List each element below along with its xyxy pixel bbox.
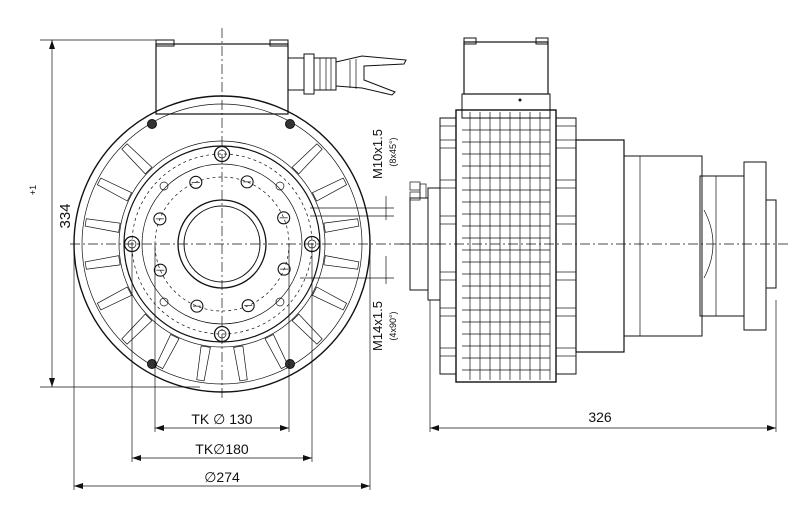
thread-m10-note: (8x45°) <box>388 137 398 166</box>
m10-thread-hole <box>241 299 255 313</box>
cooling-fin <box>233 345 248 382</box>
cooling-fin <box>291 313 323 345</box>
terminal-box-screw-left <box>155 39 175 47</box>
flange-step <box>141 163 303 325</box>
housing-screws <box>147 119 295 369</box>
brake-flange <box>575 139 625 353</box>
terminal-box-side <box>463 41 549 95</box>
flange-bolt <box>555 347 577 357</box>
cooling-fin <box>196 345 211 382</box>
small-hole <box>275 297 285 307</box>
mounting-holes <box>123 145 321 343</box>
m10-thread-hole <box>190 299 204 313</box>
brake-unit <box>699 175 745 317</box>
flange-bolt <box>439 179 457 189</box>
flange-bolt <box>439 271 457 281</box>
cooling-fin <box>291 143 323 175</box>
cooling-fin <box>96 286 133 311</box>
flange-bolt <box>555 215 577 225</box>
m10-thread-hole <box>240 175 254 189</box>
length-label: 326 <box>588 409 612 425</box>
cooling-fin <box>323 255 360 270</box>
terminal-box-base <box>461 93 551 119</box>
tk130-label: TK ∅ 130 <box>191 411 252 427</box>
flange-bolt <box>555 139 577 149</box>
thread-m14-note: (4x90°) <box>388 311 398 340</box>
cooling-fin <box>84 218 121 233</box>
cooling-fin <box>121 313 153 345</box>
m10-thread-hole <box>277 262 291 276</box>
m14-thread-hole <box>213 325 231 343</box>
shaft-bore-outer <box>177 199 267 289</box>
dia274-label: ∅274 <box>204 469 240 485</box>
encoder-housing <box>743 161 767 331</box>
rear-flange-side <box>555 117 577 375</box>
housing-inner-edge <box>81 103 363 385</box>
cooling-fin <box>264 333 289 370</box>
tk180-label: TK∅180 <box>195 441 249 457</box>
flange-bolt <box>439 307 457 317</box>
m10-thread-hole <box>153 212 167 226</box>
flange-bolt <box>555 271 577 281</box>
terminal-box-screw-right <box>269 39 289 47</box>
shaft-bore-inner <box>183 205 261 283</box>
height-tolerance-label: +1 <box>28 185 38 195</box>
thread-m14-label: M14x1.5 <box>370 301 385 351</box>
housing-screw <box>147 359 157 369</box>
cooling-fin <box>311 177 348 202</box>
small-hole <box>159 181 169 191</box>
m10-thread-hole <box>277 211 291 225</box>
cooling-fin <box>121 143 153 175</box>
cable-gland <box>287 53 407 96</box>
small-hole <box>275 181 285 191</box>
cooling-fin <box>311 286 348 311</box>
housing-body-side <box>455 109 557 383</box>
shaft-stub <box>409 197 429 291</box>
terminal-box-side-screw-left <box>463 37 477 45</box>
encoder-cap <box>765 199 777 289</box>
flange-bolt <box>555 117 577 127</box>
flange-bolt <box>555 307 577 317</box>
fin-root-circle <box>118 140 326 348</box>
flange-bolt <box>439 347 457 357</box>
m14-thread-hole <box>213 145 231 163</box>
cooling-fin <box>155 333 180 370</box>
m10-thread-hole <box>189 175 203 189</box>
brake-contour <box>703 209 714 279</box>
housing-screw <box>285 119 295 129</box>
flange-bolt <box>555 179 577 189</box>
cooling-fins <box>84 143 360 382</box>
dimension-lines <box>40 39 777 490</box>
front-bolts-side <box>409 181 427 201</box>
cooling-fin <box>96 177 133 202</box>
flange-bolt <box>439 215 457 225</box>
flange-bolt <box>439 117 457 127</box>
flange-bolt <box>439 139 457 149</box>
thread-m10-label: M10x1.5 <box>370 129 385 179</box>
housing-screw <box>285 359 295 369</box>
cooling-fin <box>323 218 360 233</box>
m10-thread-hole <box>153 263 167 277</box>
cooling-fin <box>84 255 121 270</box>
terminal-box-mark <box>518 98 522 102</box>
side-cooling-fins <box>439 112 577 380</box>
small-hole <box>159 297 169 307</box>
terminal-box-side-screw-right <box>535 37 549 45</box>
brake-housing <box>623 155 703 337</box>
dimension-labels: 334 +1 TK ∅ 130 TK∅180 ∅274 326 M10x1.5 … <box>28 129 612 485</box>
height-label: 334 <box>57 203 74 228</box>
housing-screw <box>147 119 157 129</box>
front-flange-side <box>439 117 457 375</box>
side-view <box>400 37 790 383</box>
